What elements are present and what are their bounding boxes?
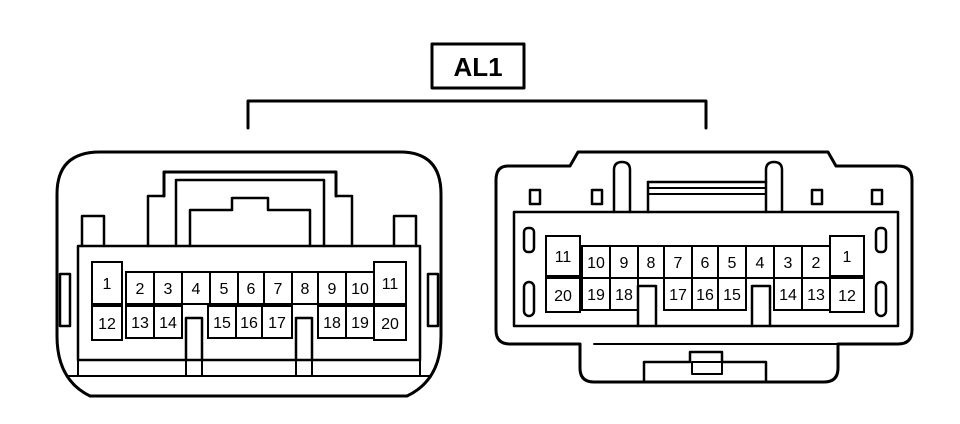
right-pin-15-label: 15 — [723, 287, 741, 304]
left-pin-7-label: 7 — [274, 281, 283, 298]
left-pin-1-label: 1 — [103, 276, 112, 293]
left-pin-3-label: 3 — [164, 281, 173, 298]
right-pin-4-label: 4 — [756, 255, 765, 272]
left-pin-14-cell — [153, 305, 183, 339]
title-label: AL1 — [453, 52, 502, 82]
left-pin-8-label: 8 — [301, 281, 310, 298]
left-pin-2-label: 2 — [136, 281, 145, 298]
right-pin-9-label: 9 — [620, 255, 629, 272]
right-pin-18-cell — [609, 277, 639, 311]
left-pin-20-cell — [373, 305, 407, 341]
left-pin-cavity — [76, 244, 422, 362]
right-pin-7-label: 7 — [674, 255, 683, 272]
title-box — [430, 42, 526, 90]
left-latch — [162, 170, 338, 198]
left-pin-12-label: 12 — [98, 316, 116, 333]
left-pin-13-label: 13 — [131, 315, 149, 332]
right-pin-2-label: 2 — [812, 255, 821, 272]
right-pin-cavity — [512, 210, 900, 328]
left-pin-17-label: 17 — [268, 315, 286, 332]
right-pin-11-label: 11 — [555, 249, 572, 266]
right-pin-17-label: 17 — [669, 287, 687, 304]
right-pin-20-cell — [545, 277, 581, 313]
right-pin-1-cell — [829, 235, 865, 277]
left-pin-11-cell — [373, 261, 407, 305]
right-pin-12-label: 12 — [838, 288, 856, 305]
left-pin-18-label: 18 — [323, 315, 341, 332]
right-pin-10-label: 10 — [587, 255, 605, 272]
right-pin-16-label: 16 — [696, 287, 714, 304]
right-pin-8-label: 8 — [647, 255, 656, 272]
left-pin-5-label: 5 — [220, 281, 229, 298]
right-latch — [612, 160, 632, 214]
left-pin-17-cell — [261, 305, 293, 339]
right-pin-11-cell — [545, 235, 581, 277]
right-pin-18-label: 18 — [615, 287, 633, 304]
right-pin-5-label: 5 — [728, 255, 737, 272]
left-pin-15-label: 15 — [213, 315, 231, 332]
right-connector — [494, 150, 914, 384]
left-pin-19-label: 19 — [351, 315, 369, 332]
left-pin-9-label: 9 — [328, 281, 337, 298]
left-pin-20-label: 20 — [381, 316, 399, 333]
right-pin-20-label: 20 — [554, 288, 572, 305]
left-pin-11-label: 11 — [382, 276, 399, 293]
left-connector — [55, 150, 443, 398]
right-pin-15-cell — [717, 277, 747, 311]
right-housing-outline — [494, 150, 914, 384]
right-pin-1-label: 1 — [843, 249, 852, 266]
left-pin-16-label: 16 — [240, 315, 258, 332]
right-pin-6-label: 6 — [701, 255, 710, 272]
right-bottom-tab — [642, 350, 768, 384]
right-pin-19-label: 19 — [587, 287, 605, 304]
left-pin-14-label: 14 — [159, 315, 177, 332]
left-pin-12-cell — [91, 305, 123, 341]
right-pin-14-label: 14 — [779, 287, 797, 304]
right-pin-12-cell — [829, 277, 865, 313]
left-pin-6-label: 6 — [247, 281, 256, 298]
left-housing-outline — [55, 150, 443, 398]
left-pin-1-cell — [91, 261, 123, 305]
connector-bracket — [246, 99, 708, 130]
left-pin-10-label: 10 — [351, 281, 369, 298]
right-pin-3-label: 3 — [784, 255, 793, 272]
left-pin-4-label: 4 — [192, 281, 201, 298]
right-pin-13-label: 13 — [807, 287, 825, 304]
